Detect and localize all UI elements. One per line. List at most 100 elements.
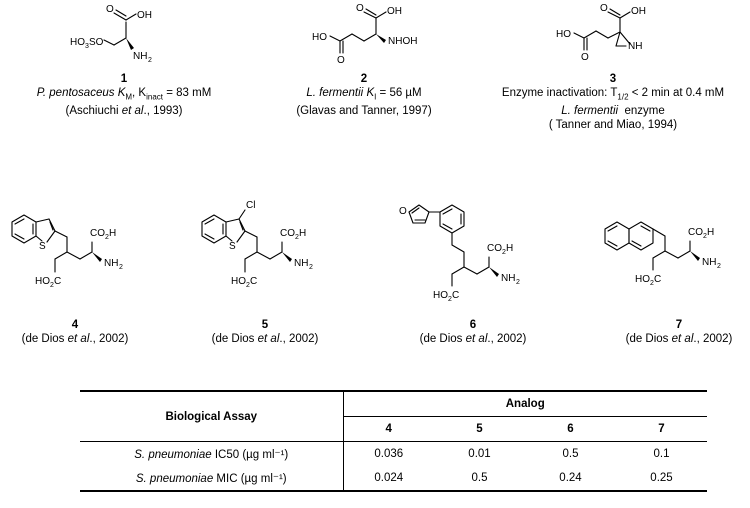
- svg-text:H: H: [299, 228, 306, 239]
- svg-text:HO: HO: [556, 29, 571, 40]
- compound-3-halflife-sub: 1/2: [617, 92, 629, 102]
- svg-text:HO: HO: [635, 274, 650, 285]
- svg-text:2: 2: [448, 296, 452, 303]
- organism-name: S. pneumoniae: [135, 473, 214, 485]
- svg-text:O: O: [581, 52, 589, 63]
- row-header-biological-assay: Biological Assay: [80, 390, 344, 442]
- compound-1-kinetics: P. pentosaceus KM, Kinact = 83 mM: [0, 86, 248, 104]
- svg-text:2: 2: [50, 282, 54, 289]
- compound-3-inactivation-text: Enzyme inactivation: T: [501, 87, 618, 99]
- compound-7-citation-author: (de Dios: [625, 333, 672, 345]
- compound-2-citation: (Glavas and Tanner, 1997): [296, 105, 432, 118]
- compound-2-value: = 56 µM: [376, 87, 422, 99]
- column-header: 4: [343, 416, 434, 442]
- svg-text:CO: CO: [487, 243, 502, 254]
- compound-1-km-sub: M: [125, 92, 133, 102]
- metric-label: IC50 (µg ml⁻¹): [211, 449, 289, 461]
- svg-text:NH: NH: [501, 273, 515, 284]
- svg-text:H: H: [109, 228, 116, 239]
- svg-text:HO: HO: [433, 290, 448, 301]
- svg-text:NH: NH: [104, 258, 118, 269]
- compound-1-citation: (Aschiuchi et al., 1993): [0, 104, 248, 118]
- structure-compound-2-svg: OH O HO O NHOH: [312, 3, 417, 66]
- biological-assay-table: Biological Assay Analog 4 5 6 7 S. pneum…: [80, 390, 707, 492]
- structure-compound-3: OH O NH HO O: [550, 0, 690, 68]
- svg-text:HO: HO: [35, 276, 50, 287]
- svg-text:O: O: [106, 4, 114, 15]
- compound-5-citation-etal: et al: [257, 333, 280, 345]
- compound-3-number: 3: [609, 73, 617, 85]
- compound-1-species: P. pentosaceus: [36, 87, 115, 99]
- compound-1-citation-author: (Aschiuchi: [65, 105, 122, 118]
- svg-text:2: 2: [516, 279, 520, 286]
- compound-7-citation-year: ., 2002): [693, 333, 733, 345]
- compound-2-ki-sub: I: [374, 92, 377, 102]
- compound-5-citation-author: (de Dios: [211, 333, 258, 345]
- table-cell: 0.25: [616, 466, 707, 492]
- svg-text:C: C: [452, 290, 459, 301]
- svg-text:2: 2: [148, 57, 152, 64]
- svg-text:OH: OH: [387, 6, 402, 17]
- compound-3-citation: ( Tanner and Miao, 1994): [548, 119, 678, 132]
- structure-compound-3-svg: OH O NH HO O: [556, 3, 646, 63]
- svg-text:Cl: Cl: [246, 200, 255, 211]
- svg-text:HO: HO: [312, 32, 327, 43]
- compound-5-citation-year: ., 2002): [279, 333, 319, 345]
- caption-compound-7: 7 (de Dios et al., 2002): [604, 318, 750, 346]
- svg-text:2: 2: [295, 234, 299, 241]
- svg-text:O: O: [399, 206, 407, 217]
- svg-text:NH: NH: [628, 41, 642, 52]
- row-label-ic50: S. pneumoniae IC50 (µg ml⁻¹): [80, 441, 344, 466]
- svg-text:CO: CO: [688, 227, 703, 238]
- group-header-analog: Analog: [343, 390, 707, 417]
- compound-2-kinetics: L. fermentii KI = 56 µM: [258, 86, 470, 104]
- compound-5-number: 5: [261, 319, 269, 331]
- column-header: 5: [434, 416, 525, 442]
- compound-5-citation: (de Dios et al., 2002): [190, 332, 340, 346]
- compound-7-number: 7: [675, 319, 683, 331]
- svg-text:2: 2: [703, 233, 707, 240]
- svg-text:S: S: [229, 241, 236, 252]
- compound-1-citation-etal: et al: [121, 105, 144, 118]
- compound-1-separator: , K: [132, 87, 147, 99]
- compound-4-citation: (de Dios et al., 2002): [0, 332, 150, 346]
- compound-1-kinact-sub: inact: [146, 92, 164, 102]
- compound-1-value: = 83 mM: [163, 87, 212, 99]
- compound-4-citation-etal: et al: [67, 333, 90, 345]
- svg-text:2: 2: [246, 282, 250, 289]
- compound-2-species: L. fermentii: [306, 87, 364, 99]
- compound-3-enzyme: L. fermentii enzyme: [478, 104, 748, 118]
- compound-6-citation-etal: et al: [465, 333, 488, 345]
- table-cell: 0.5: [562, 448, 579, 460]
- compound-7-citation: (de Dios et al., 2002): [604, 332, 750, 346]
- svg-text:2: 2: [119, 264, 123, 271]
- compound-6-number: 6: [469, 319, 477, 331]
- compound-2-number: 2: [360, 73, 368, 85]
- svg-text:2: 2: [650, 280, 654, 287]
- compound-3-inactivation-end: < 2 min at 0.4 mM: [628, 87, 725, 99]
- svg-text:C: C: [250, 276, 257, 287]
- table-header-row: Biological Assay Analog: [80, 390, 707, 442]
- column-header: 7: [616, 416, 707, 442]
- table-cell: 0.024: [343, 466, 434, 492]
- svg-text:2: 2: [717, 263, 721, 270]
- table-row: S. pneumoniae IC50 (µg ml⁻¹) 0.036 0.01 …: [80, 441, 707, 466]
- table-cell: 0.01: [468, 448, 491, 460]
- compound-4-citation-author: (de Dios: [21, 333, 68, 345]
- svg-text:CO: CO: [280, 228, 295, 239]
- svg-text:HO: HO: [70, 37, 85, 48]
- compound-4-citation-year: ., 2002): [89, 333, 129, 345]
- svg-text:2: 2: [502, 249, 506, 256]
- organism-name: S. pneumoniae: [134, 449, 212, 461]
- svg-text:O: O: [337, 55, 345, 66]
- caption-compound-4: 4 (de Dios et al., 2002): [0, 318, 150, 346]
- row-label-mic: S. pneumoniae MIC (µg ml⁻¹): [80, 466, 344, 492]
- svg-text:3: 3: [85, 43, 89, 50]
